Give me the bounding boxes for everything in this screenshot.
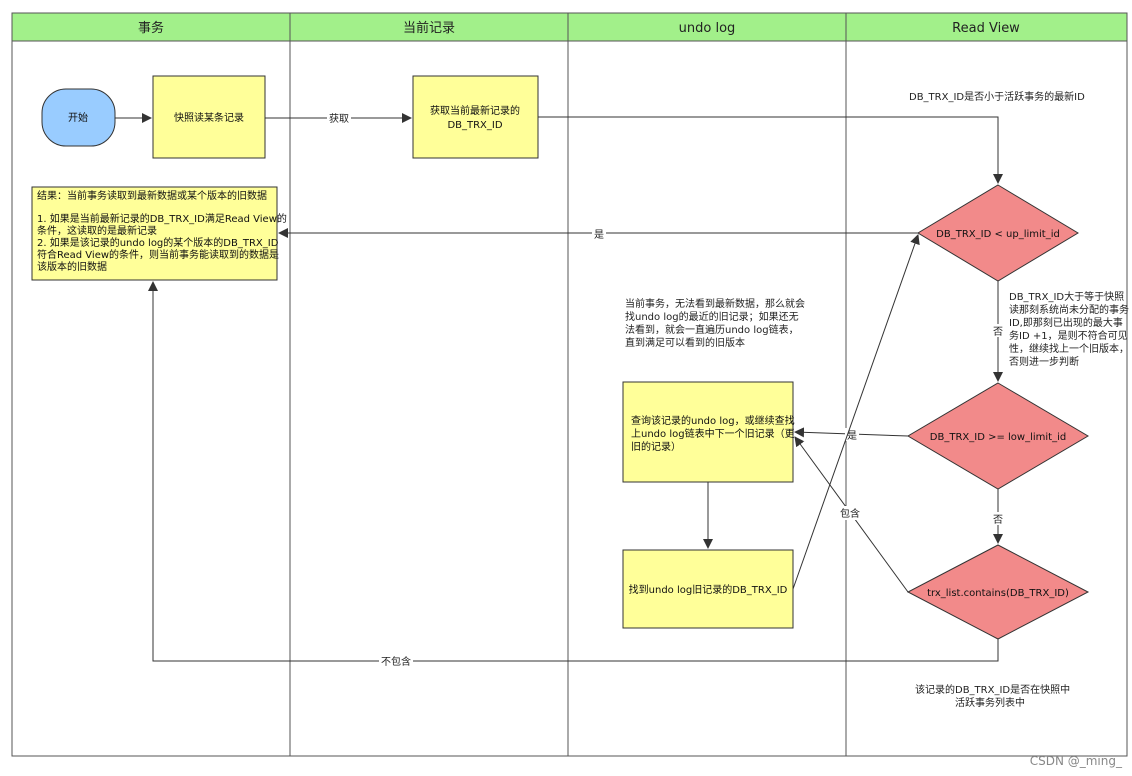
- get-trx-id-box: [412, 75, 539, 159]
- decision-up-limit-label: DB_TRX_ID < up_limit_id: [936, 229, 1060, 240]
- start-node-label: 开始: [68, 111, 88, 124]
- edge-label-yes-1: 是: [594, 229, 604, 241]
- lane-header-transaction: 事务: [138, 20, 164, 36]
- query-undo-line-2: 上undo log链表中下一个旧记录（更: [631, 427, 795, 440]
- edge-label-bg-fetch: [327, 111, 351, 125]
- snapshot-read-box: [152, 75, 266, 159]
- snapshot-read-label: 快照读某条记录: [174, 111, 244, 124]
- result-line-7: 该版本的旧数据: [37, 260, 107, 273]
- edge-label-bg-not-contains: [379, 654, 413, 668]
- edge-label-fetch: 获取: [329, 113, 349, 125]
- note-ge-5: 性，继续找上一个旧版本，: [1009, 342, 1129, 355]
- note-ge-6: 否则进一步判断: [1009, 355, 1079, 368]
- note-undo-3: 法看到，就会一直遍历undo log链表，: [625, 323, 799, 336]
- result-line-3: 1. 如果是当前最新记录的DB_TRX_ID满足Read View的: [37, 212, 287, 225]
- edge-label-not-contains: 不包含: [381, 655, 411, 668]
- note-ge-4: 务ID +1，是则不符合可见: [1009, 329, 1128, 342]
- result-line-6: 符合Read View的条件，则当前事务能读取到的数据是: [37, 248, 279, 261]
- decision-low-limit-label: DB_TRX_ID >= low_limit_id: [930, 432, 1066, 443]
- edge-label-no-2: 否: [993, 514, 1003, 526]
- edge-label-bg-no-1: [991, 324, 1005, 337]
- result-line-5: 2. 如果是该记录的undo log的某个版本的DB_TRX_ID: [37, 236, 279, 249]
- edge-label-bg-yes-1: [592, 227, 606, 240]
- note-ge-2: 读那刻系统尚未分配的事务: [1009, 303, 1129, 316]
- edge-label-contains: 包含: [840, 507, 860, 520]
- note-ge-1: DB_TRX_ID大于等于快照: [1009, 290, 1124, 303]
- result-line-1: 结果：当前事务读取到最新数据或某个版本的旧数据: [37, 189, 267, 202]
- note-ge-3: ID,即那刻已出现的最大事: [1009, 316, 1123, 329]
- edge-label-no-1: 否: [993, 326, 1003, 338]
- edge-label-bg-contains: [838, 506, 862, 520]
- note-undo-2: 找undo log的最近的旧记录；如果还无: [625, 310, 799, 323]
- edge-label-yes-2: 是: [847, 430, 857, 442]
- query-undo-line-3: 旧的记录）: [631, 440, 681, 453]
- query-undo-box: [622, 381, 794, 483]
- edge-find-to-up-limit: [792, 234, 920, 590]
- find-old-trx-label: 找到undo log旧记录的DB_TRX_ID: [629, 583, 788, 596]
- get-trx-id-label-2: DB_TRX_ID: [447, 120, 502, 131]
- lane-header-undo-log: undo log: [679, 21, 736, 36]
- note-active-list-2: 活跃事务列表中: [955, 696, 1025, 709]
- edge-not-contains: [148, 281, 999, 662]
- find-old-trx-box: [622, 549, 794, 629]
- note-undo-1: 当前事务，无法看到最新数据，那么就会: [625, 297, 805, 310]
- get-trx-id-label-1: 获取当前最新记录的: [430, 104, 520, 117]
- lane-header-current-record: 当前记录: [403, 20, 455, 36]
- lane-header-read-view: Read View: [952, 21, 1020, 36]
- query-undo-line-1: 查询该记录的undo log，或继续查找: [631, 414, 795, 427]
- result-box: [31, 186, 278, 281]
- decision-contains-label: trx_list.contains(DB_TRX_ID): [927, 588, 1069, 599]
- edge-fetch-to-up-limit: [538, 116, 1003, 184]
- edge-label-bg-no-2: [991, 512, 1005, 525]
- note-active-list-1: 该记录的DB_TRX_ID是否在快照中: [915, 683, 1070, 696]
- lane-header-band: [11, 12, 1128, 42]
- result-line-4: 条件，这读取的是最新记录: [37, 224, 157, 237]
- note-is-less-than-active: DB_TRX_ID是否小于活跃事务的最新ID: [909, 90, 1085, 103]
- watermark: CSDN @_ming_: [1029, 754, 1122, 768]
- note-undo-4: 直到满足可以看到的旧版本: [625, 336, 745, 349]
